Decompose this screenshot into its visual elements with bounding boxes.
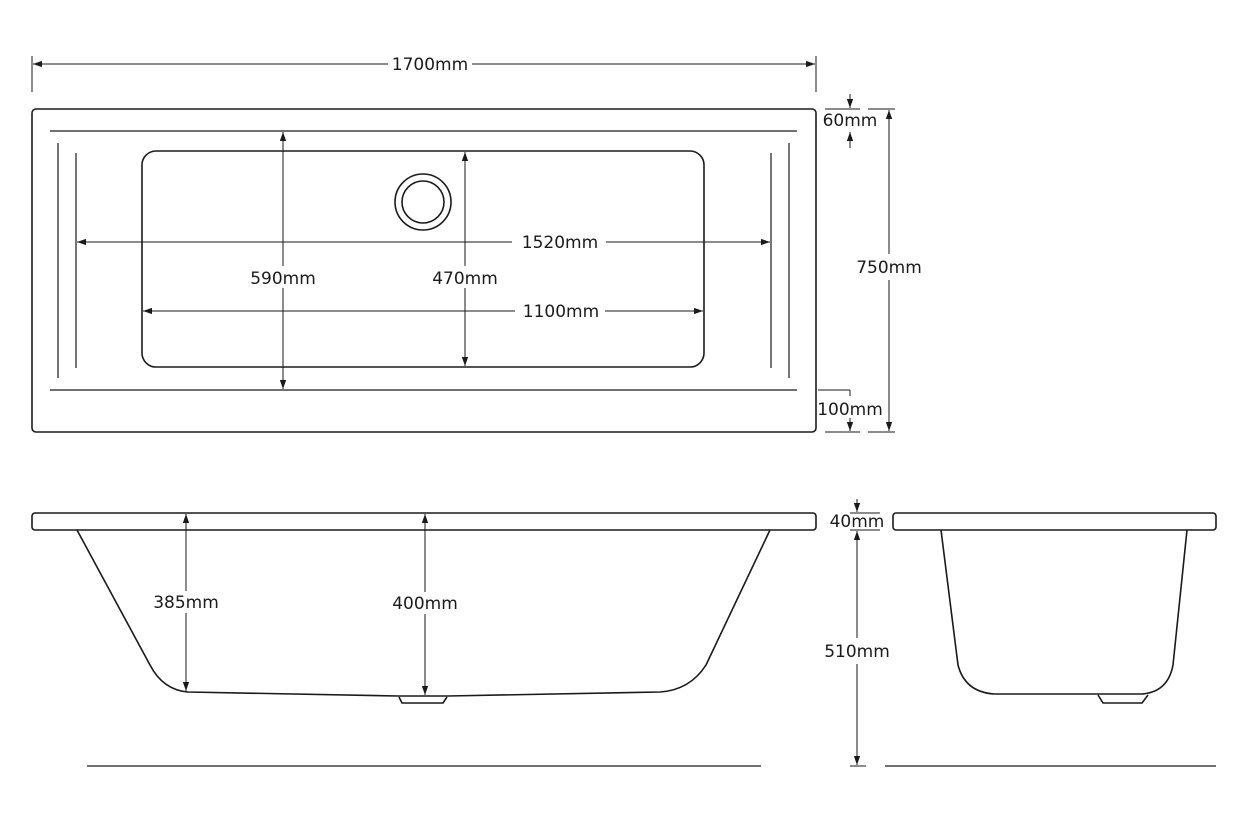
end-rim	[892, 512, 1217, 531]
dim-rim-top-label: 60mm	[823, 111, 878, 131]
end-drain-foot	[1097, 694, 1149, 704]
dim-height: 510mm	[824, 531, 890, 767]
dim-width-label: 750mm	[856, 258, 922, 278]
side-drain-foot	[398, 696, 448, 704]
drain-outer-ring	[394, 173, 452, 231]
dim-base-length-label: 1100mm	[523, 302, 599, 322]
dim-depth-side: 385mm	[150, 514, 222, 691]
dim-rim-top: 60mm	[823, 94, 878, 148]
side-rim	[31, 512, 817, 531]
dim-depth-side-label: 385mm	[153, 593, 219, 613]
end-shell	[940, 529, 1188, 695]
dim-base-width-label: 470mm	[432, 269, 498, 289]
dim-base-width: 470mm	[429, 152, 501, 366]
plan-view	[31, 108, 817, 433]
dim-inner-length: 1520mm	[77, 233, 770, 253]
side-elevation	[31, 512, 817, 767]
drain-inner-ring	[401, 180, 445, 224]
dim-length-label: 1700mm	[392, 55, 468, 75]
dim-depth-center: 400mm	[389, 514, 461, 695]
side-shell	[76, 529, 771, 697]
dim-inner-length-label: 1520mm	[522, 233, 598, 253]
dim-rim-bottom: 100mm	[817, 389, 883, 433]
dim-width: 750mm	[856, 108, 922, 433]
dim-rim-bottom-label: 100mm	[817, 400, 883, 420]
dim-inner-width: 590mm	[248, 132, 320, 389]
plan-basin-floor	[141, 150, 705, 368]
dim-depth-center-label: 400mm	[392, 594, 458, 614]
dim-rim-thickness: 40mm	[830, 499, 885, 532]
dim-height-label: 510mm	[824, 642, 890, 662]
dim-length: 1700mm	[31, 55, 817, 92]
dim-base-length: 1100mm	[143, 302, 703, 322]
dim-rim-thickness-label: 40mm	[830, 512, 885, 532]
dim-inner-width-label: 590mm	[250, 269, 316, 289]
end-elevation	[885, 512, 1217, 767]
plan-outer-rim	[31, 108, 817, 433]
